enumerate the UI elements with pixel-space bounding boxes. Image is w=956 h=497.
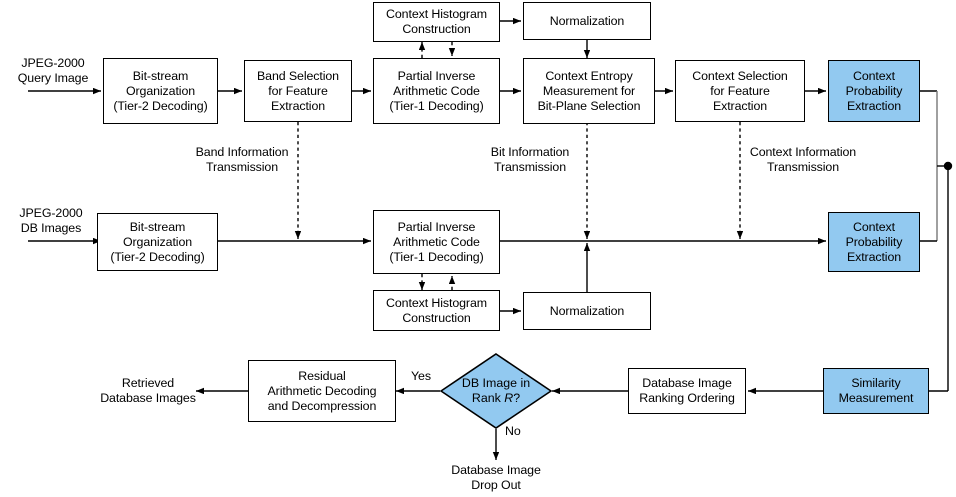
node-label: Normalization [549,303,625,318]
node-top-normalization[interactable]: Normalization [523,2,651,40]
node-label: Similarity Measurement [838,376,914,405]
label-database-image-drop-out: Database Image Drop Out [451,463,541,492]
junction-dot [943,161,953,171]
node-db-partial-inverse-arithmetic-code[interactable]: Partial Inverse Arithmetic Code (Tier-1 … [373,210,500,274]
node-bottom-normalization[interactable]: Normalization [523,292,651,330]
node-label: Context Entropy Measurement for Bit-Plan… [537,68,641,113]
node-label: Normalization [549,13,625,28]
node-label: Bit-stream Organization (Tier-2 Decoding… [113,68,208,113]
label-yes: Yes [411,369,431,383]
node-query-context-probability-extraction[interactable]: Context Probability Extraction [828,60,920,122]
node-label: Database Image Ranking Ordering [639,376,735,405]
node-query-bitstream-organization[interactable]: Bit-stream Organization (Tier-2 Decoding… [103,58,218,124]
node-db-context-probability-extraction[interactable]: Context Probability Extraction [828,212,920,272]
label-band-information-transmission: Band Information Transmission [195,145,289,174]
label-query-input: JPEG-2000 Query Image [17,56,89,85]
node-label: Partial Inverse Arithmetic Code (Tier-1 … [389,68,484,113]
decision-line1: DB Image in [461,376,531,390]
node-database-image-ranking-ordering[interactable]: Database Image Ranking Ordering [628,368,746,414]
label-db-input: JPEG-2000 DB Images [19,206,83,235]
decision-rank-variable: R [504,391,514,405]
node-query-partial-inverse-arithmetic-code[interactable]: Partial Inverse Arithmetic Code (Tier-1 … [373,58,500,124]
node-residual-arithmetic-decoding[interactable]: Residual Arithmetic Decoding and Decompr… [248,360,396,422]
node-label: Context Histogram Construction [386,295,487,325]
diamond-shape [440,353,552,429]
node-label: Residual Arithmetic Decoding and Decompr… [267,368,377,413]
node-similarity-measurement[interactable]: Similarity Measurement [823,368,929,414]
node-label: Band Selection for Feature Extraction [257,68,339,113]
node-label: Context Probability Extraction [845,219,903,264]
node-band-selection[interactable]: Band Selection for Feature Extraction [244,60,352,122]
node-top-context-histogram-construction[interactable]: Context Histogram Construction [373,2,500,42]
node-label: Bit-stream Organization (Tier-2 Decoding… [110,219,205,264]
label-no: No [505,424,521,438]
node-bottom-context-histogram-construction[interactable]: Context Histogram Construction [373,290,500,331]
node-context-selection[interactable]: Context Selection for Feature Extraction [675,60,805,122]
label-retrieved-database-images: Retrieved Database Images [100,376,196,405]
decision-line2-prefix: Rank [471,391,505,405]
decision-line2-suffix: ? [513,391,521,405]
node-label: Context Probability Extraction [845,68,903,113]
node-context-entropy-measurement[interactable]: Context Entropy Measurement for Bit-Plan… [523,58,655,124]
label-bit-information-transmission: Bit Information Transmission [490,145,570,174]
label-context-information-transmission: Context Information Transmission [749,145,857,174]
node-label: Partial Inverse Arithmetic Code (Tier-1 … [389,219,484,264]
node-label: Context Selection for Feature Extraction [692,68,788,113]
node-db-bitstream-organization[interactable]: Bit-stream Organization (Tier-2 Decoding… [97,213,218,271]
node-label: Context Histogram Construction [386,7,487,36]
